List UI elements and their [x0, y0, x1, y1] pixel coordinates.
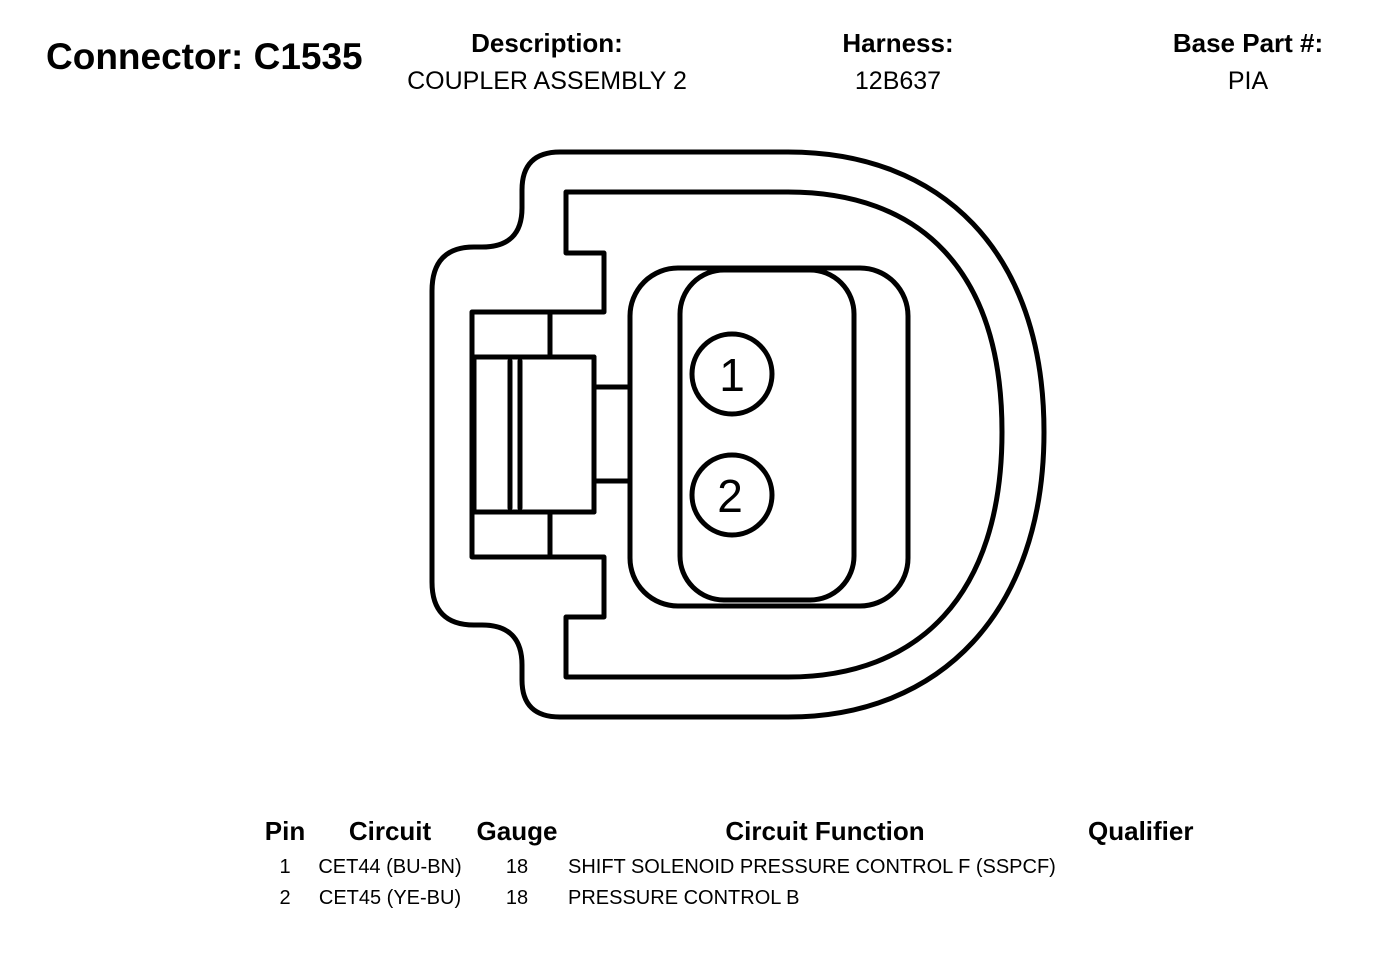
pin-2-circle: [689, 452, 775, 538]
housing-outer-outline: [429, 149, 1047, 720]
circuit-column-header: Circuit: [348, 816, 432, 846]
circuit-function-cell: SHIFT SOLENOID PRESSURE CONTROL F (SSPCF…: [568, 856, 1056, 878]
circuit-function-cell: PRESSURE CONTROL B: [568, 887, 800, 909]
latch-tab: [471, 354, 597, 515]
circuit-cell: CET45 (YE-BU): [318, 887, 462, 909]
pin-2-label: 2: [717, 470, 743, 522]
description-label: Description:: [471, 28, 623, 58]
circuit-function-column-header: Circuit Function: [725, 816, 925, 846]
base-part-block: Base Part #: PIA: [1150, 28, 1346, 96]
gauge-column-header: Gauge: [476, 816, 558, 846]
connector-title: Connector: C1535: [46, 36, 363, 77]
gauge-cell: 18: [505, 856, 529, 878]
pin-1-label: 1: [719, 349, 745, 401]
gauge-cell: 18: [505, 887, 529, 909]
cavity-outer-outline: [627, 265, 911, 609]
harness-label: Harness:: [842, 28, 954, 58]
pin-1-circle: [689, 331, 775, 417]
harness-value: 12B637: [854, 67, 942, 95]
base-part-value: PIA: [1227, 67, 1269, 95]
pin-cell: 1: [279, 856, 291, 878]
harness-block: Harness: 12B637: [798, 28, 998, 96]
description-value: COUPLER ASSEMBLY 2: [407, 67, 687, 95]
latch-stem: [591, 384, 633, 484]
cavity-inner-outline: [677, 267, 857, 603]
housing-inner-outline: [469, 189, 1005, 680]
pin-column-header: Pin: [264, 816, 306, 846]
circuit-cell: CET44 (BU-BN): [318, 856, 462, 878]
description-block: Description: COUPLER ASSEMBLY 2: [388, 28, 706, 96]
pin-cell: 2: [279, 887, 291, 909]
base-part-label: Base Part #:: [1172, 28, 1324, 58]
qualifier-column-header: Qualifier: [1088, 816, 1194, 846]
